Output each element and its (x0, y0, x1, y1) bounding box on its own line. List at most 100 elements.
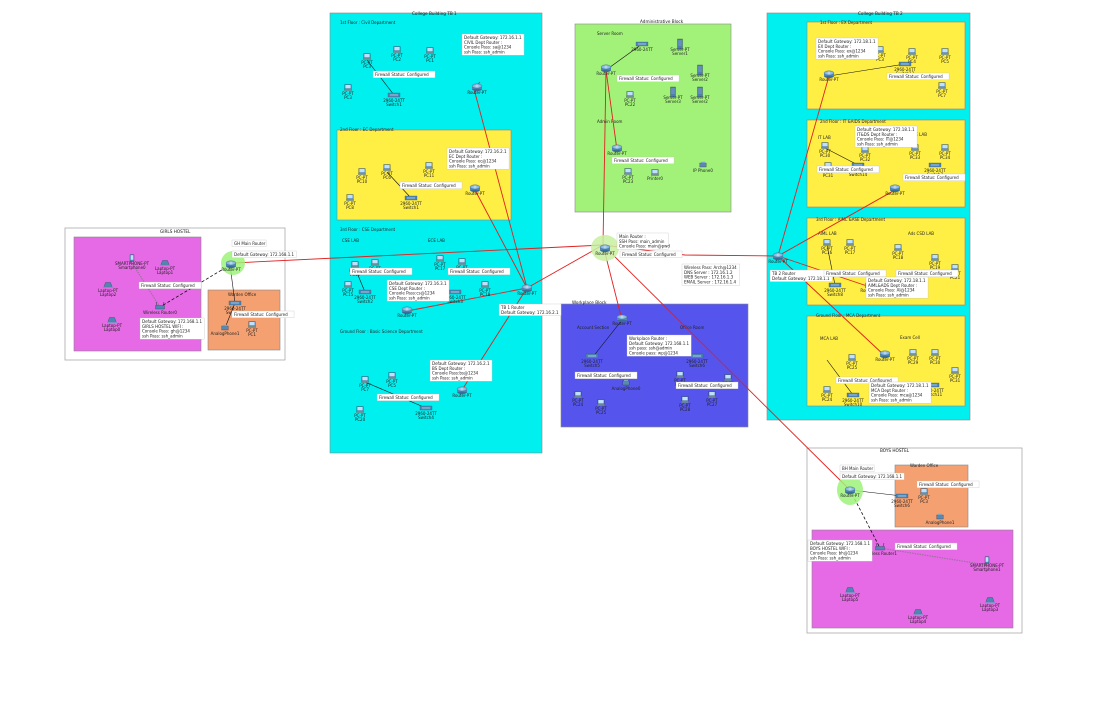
wireless-router-gh[interactable]: Wireless Router0 (143, 301, 177, 315)
router-cse[interactable]: Router-PT (397, 306, 417, 318)
pc-civil-3-icon (425, 47, 435, 55)
router-tb2[interactable]: Router-PT (768, 252, 788, 264)
router-workplace[interactable]: Router-PT (612, 314, 632, 326)
ece-firewall-note: Firewall Status: Configured (447, 267, 511, 275)
router-mca[interactable]: Router-PT (875, 350, 895, 362)
wireless-router-bh[interactable]: Wireless Router1 (863, 542, 897, 556)
ip-phone[interactable]: IP Phone0 (693, 161, 713, 173)
workplace-router-note-line: Default Gateway: 172.168.1.1 (629, 341, 690, 346)
pc-ex-2-label: PC4 (908, 59, 916, 64)
analog-phone-gh[interactable]: AnalogPhone1 (211, 324, 240, 336)
floor-it-label: 2nd Floor : IT &AIDS Department (820, 119, 886, 124)
main-firewall-note-box (619, 250, 683, 258)
router-tb1[interactable]: Router-PT (517, 284, 537, 296)
pc-ece-1-model: PC-PT (434, 262, 446, 267)
router-ec[interactable]: Router-PT (465, 184, 485, 196)
router-admin[interactable]: Router-PT (596, 64, 616, 76)
link-tb1-cse (406, 287, 528, 312)
laptop-bh-2-model: Laptop-PT (908, 615, 929, 620)
pc-gh-warden-icon (247, 321, 257, 329)
switch-server[interactable]: 2960-24TT (631, 41, 653, 52)
pc-bs-2-label: PC5 (388, 383, 396, 388)
router-main[interactable]: Router-PT (595, 244, 615, 256)
analog-phone-wp[interactable]: AnalogPhone0 (612, 379, 641, 391)
ex-firewall-note: Firewall Status: Configured (886, 72, 950, 80)
printer[interactable]: Printer0 (647, 169, 663, 182)
router-bh[interactable]: Router-PT (840, 486, 860, 498)
pc-admin-2-icon (623, 168, 633, 176)
router-ex[interactable]: Router-PT (819, 70, 839, 82)
analog-phone-bh[interactable]: AnalogPhone1 (926, 513, 955, 525)
router-it[interactable]: Router-PT (885, 184, 905, 196)
pc-off-3-label: PC28 (680, 407, 691, 412)
router-bs[interactable]: Router-PT (452, 386, 472, 398)
router-admin-room[interactable]: Router-PT (607, 144, 627, 156)
router-civil[interactable]: Router-PT (467, 83, 487, 95)
router-gh[interactable]: Router-PT (221, 260, 241, 272)
